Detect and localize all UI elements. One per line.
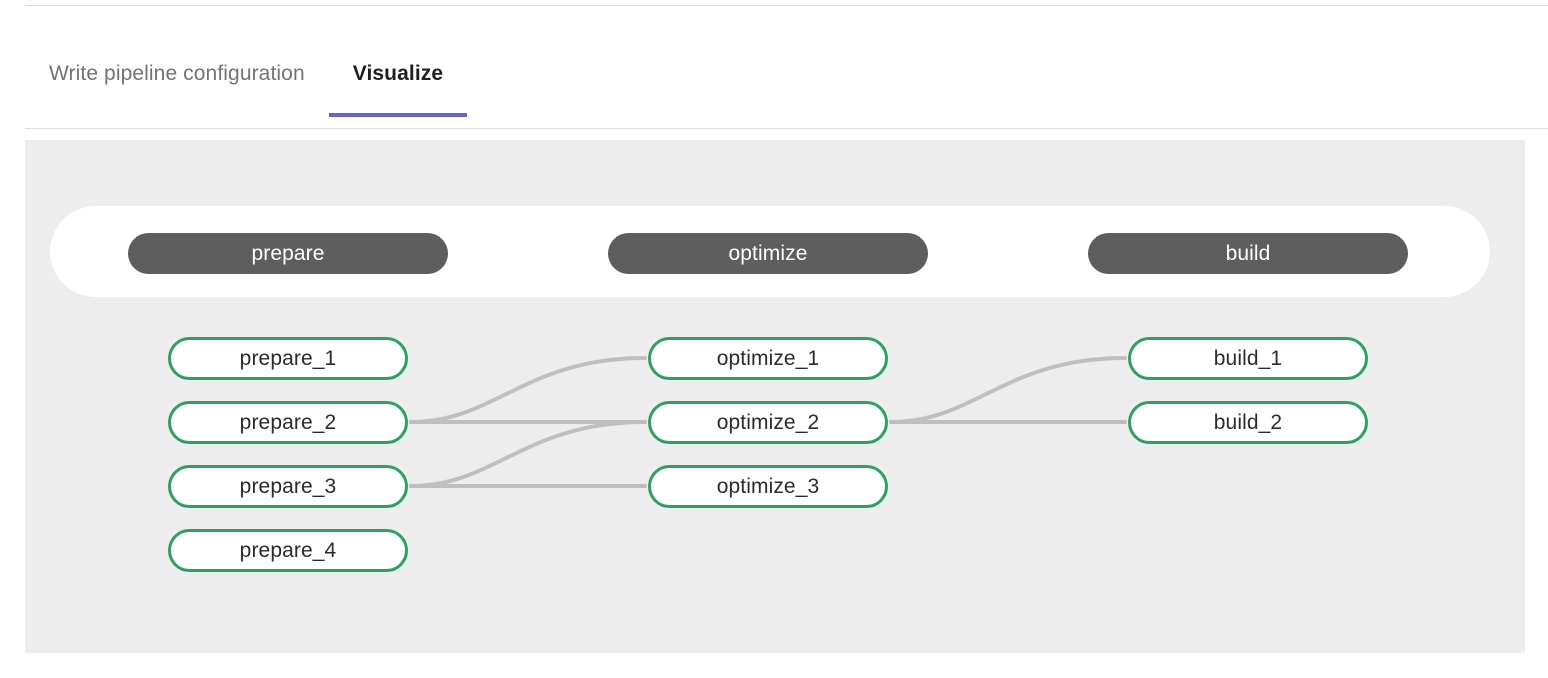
job-node-prepare_2[interactable]: prepare_2 [168,401,408,444]
stage-pill-prepare: prepare [128,233,448,274]
tab-list: Write pipeline configuration Visualize [25,34,468,117]
job-node-optimize_2[interactable]: optimize_2 [648,401,888,444]
job-node-optimize_3[interactable]: optimize_3 [648,465,888,508]
job-node-build_1[interactable]: build_1 [1128,337,1368,380]
tab-bar-divider [25,128,1548,129]
stage-pill-optimize: optimize [608,233,928,274]
stage-pill-build: build [1088,233,1408,274]
tab-label: Visualize [352,62,444,85]
job-node-prepare_1[interactable]: prepare_1 [168,337,408,380]
pipeline-link [409,356,647,424]
active-tab-indicator [328,113,468,117]
tab-visualize[interactable]: Visualize [328,34,468,117]
job-node-prepare_4[interactable]: prepare_4 [168,529,408,572]
tab-write-pipeline-configuration[interactable]: Write pipeline configuration [25,34,329,117]
tab-bar: Write pipeline configuration Visualize [25,34,1548,129]
top-divider [25,5,1548,6]
job-node-prepare_3[interactable]: prepare_3 [168,465,408,508]
tab-label: Write pipeline configuration [49,62,305,85]
job-node-build_2[interactable]: build_2 [1128,401,1368,444]
pipeline-link [889,356,1127,424]
pipeline-link [409,420,647,488]
job-node-optimize_1[interactable]: optimize_1 [648,337,888,380]
